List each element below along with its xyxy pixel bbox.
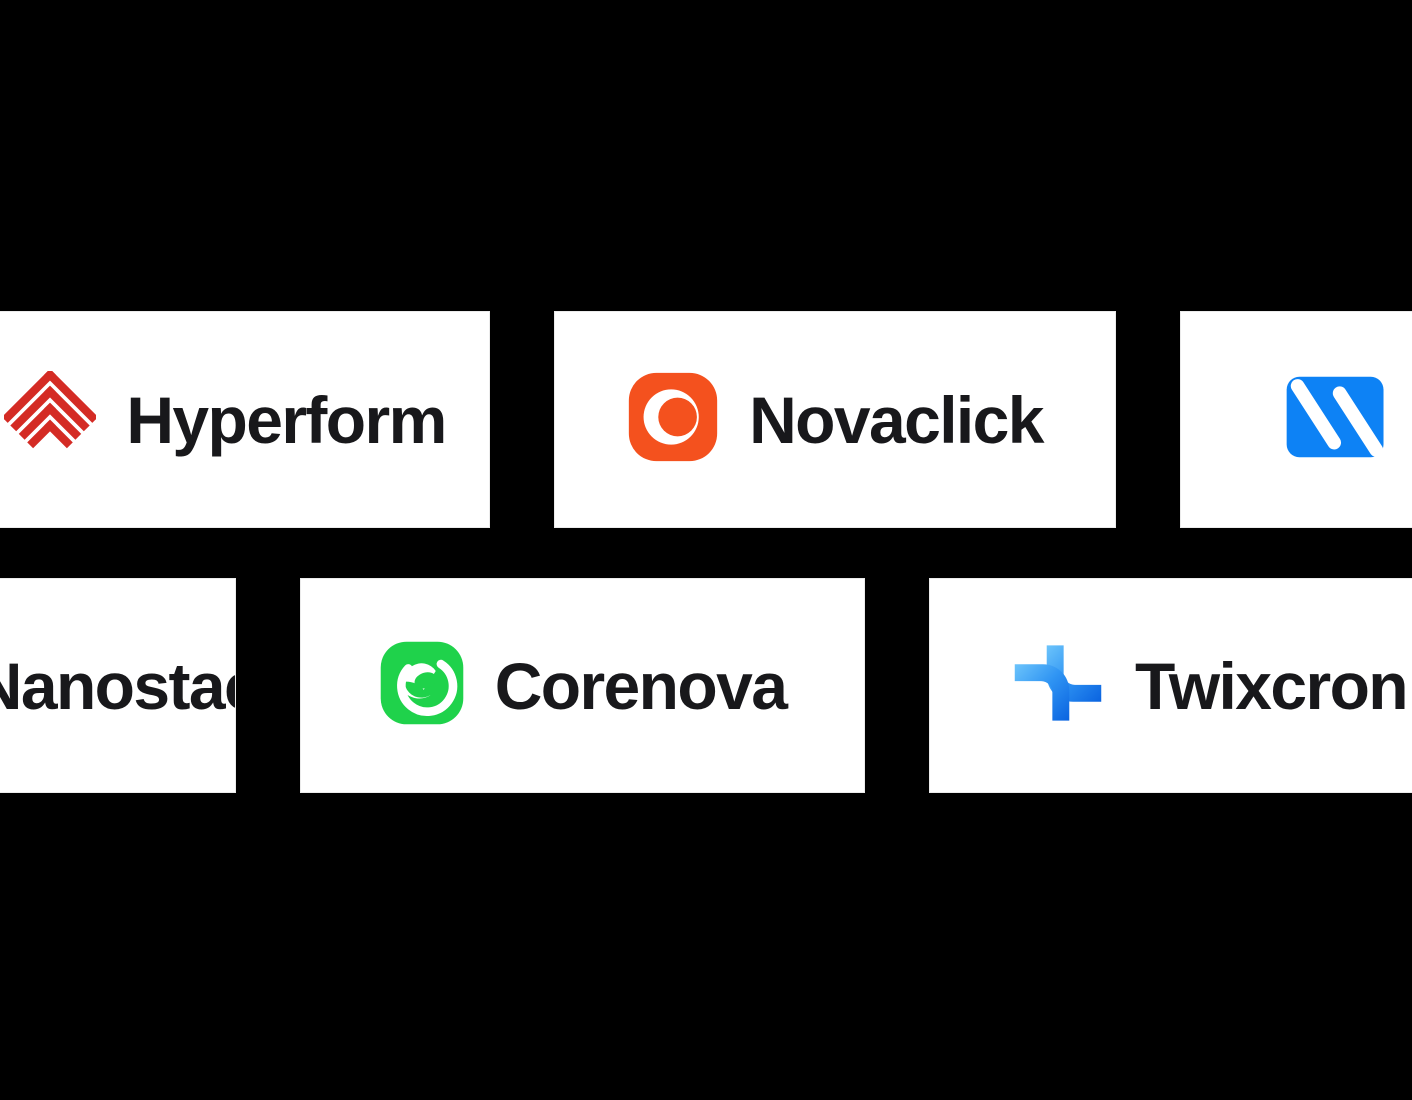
logo-card-novaclick[interactable]: Novaclick xyxy=(554,311,1116,528)
logo-card-twixcron[interactable]: Twixcron xyxy=(929,578,1412,793)
logo-label-nanostack: Nanostack xyxy=(0,648,235,723)
logo-card-nanostack[interactable]: Nanostack xyxy=(0,578,236,793)
logo-label-twixcron: Twixcron xyxy=(1134,648,1409,723)
logo-card-hyperform[interactable]: Hyperform xyxy=(0,311,490,528)
hyperform-diamond-chevron-icon xyxy=(2,368,99,468)
logo-row-top: Hyperform Novaclick xyxy=(0,311,1412,528)
logo-card-corenova[interactable]: Corenova xyxy=(300,578,865,793)
corenova-green-swirl-icon xyxy=(379,640,465,731)
logo-label-corenova: Corenova xyxy=(494,648,788,723)
twixcron-interlock-icon xyxy=(1011,636,1105,735)
clario-blue-slash-icon xyxy=(1283,371,1389,468)
logo-label-hyperform: Hyperform xyxy=(126,382,447,457)
novaclick-ring-squircle-icon xyxy=(627,371,719,468)
logo-label-novaclick: Novaclick xyxy=(749,382,1044,457)
logo-card-clario[interactable]: Clario xyxy=(1180,311,1412,528)
logo-row-bottom: Nanostack Corenova xyxy=(0,578,1412,793)
